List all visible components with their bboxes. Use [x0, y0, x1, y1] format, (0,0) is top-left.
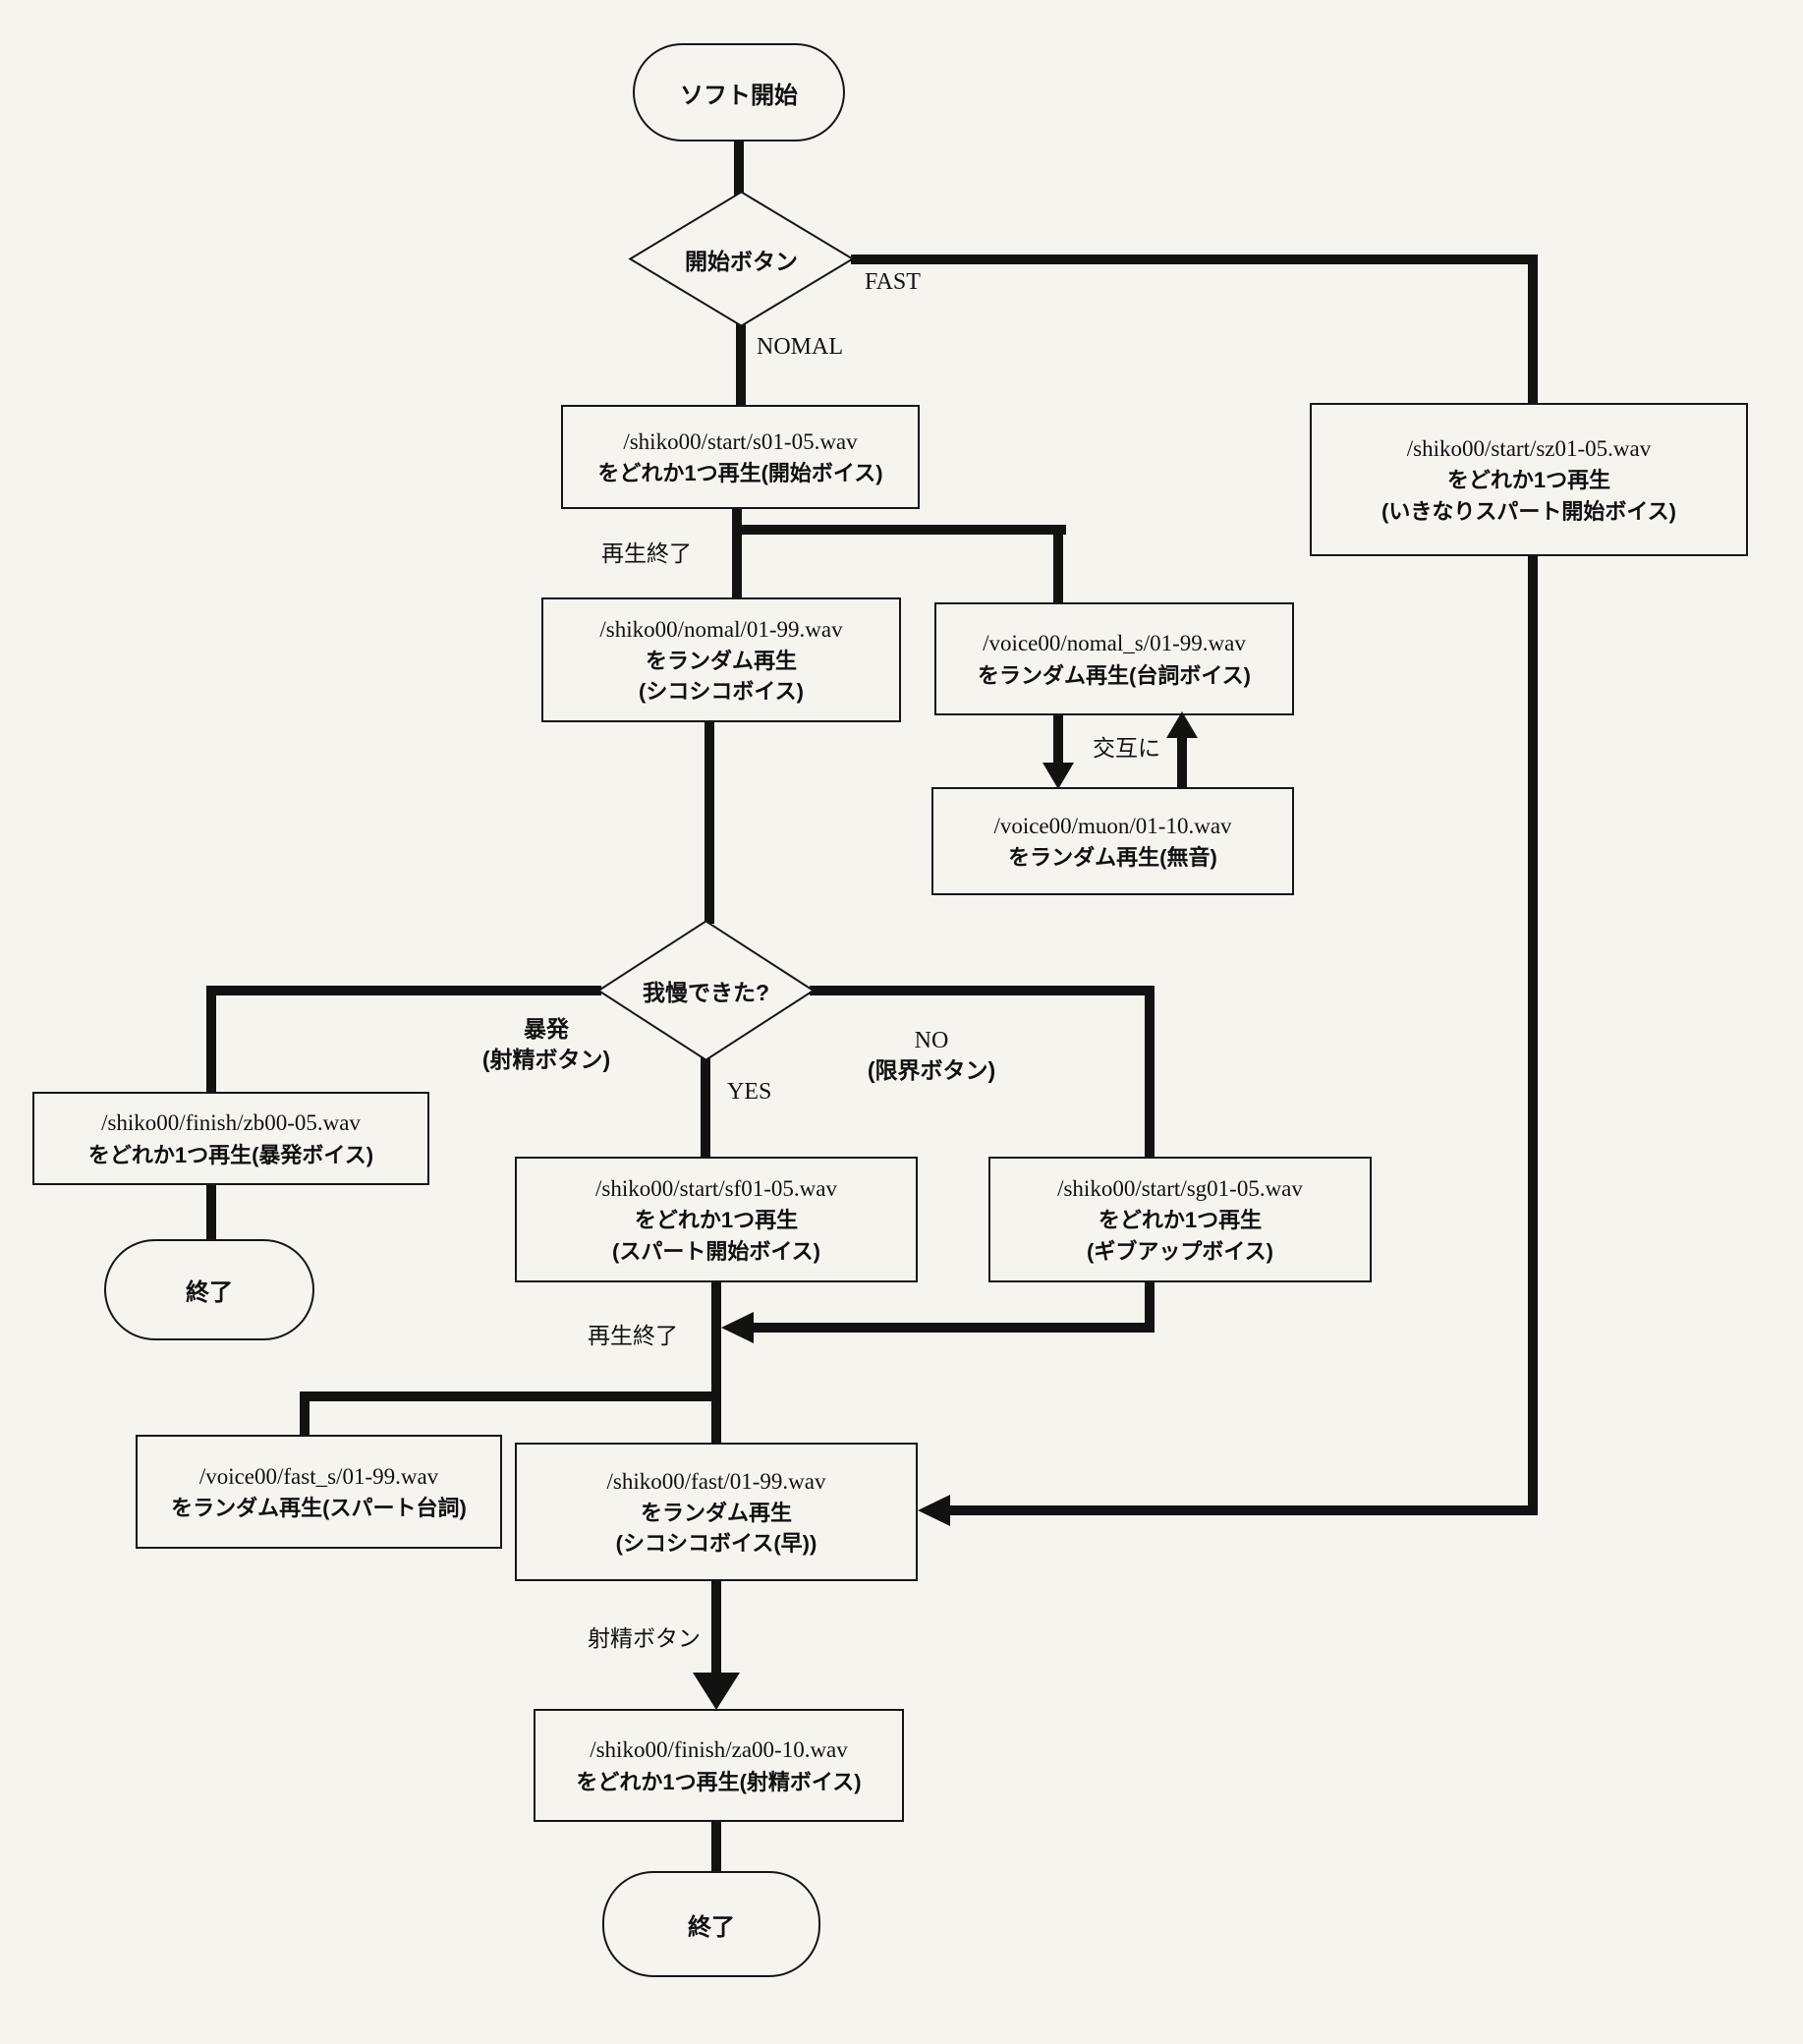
flow-line	[810, 986, 1155, 995]
process-text: をランダム再生(台詞ボイス)	[978, 662, 1251, 688]
process-text: をランダム再生(無音)	[1008, 845, 1217, 871]
process-shiko-voice: /shiko00/nomal/01-99.wav をランダム再生 (シコシコボイ…	[541, 597, 901, 722]
process-text: をどれか1つ再生	[634, 1208, 799, 1233]
flow-line	[1528, 550, 1538, 1515]
terminator-label: ソフト開始	[680, 82, 798, 109]
decision-label: 我慢できた?	[642, 980, 770, 1005]
wav-path: /voice00/fast_s/01-99.wav	[198, 1463, 439, 1489]
wav-path: /voice00/muon/01-10.wav	[993, 813, 1232, 838]
flow-line	[736, 322, 746, 411]
flow-line	[711, 1577, 721, 1675]
wav-path: /shiko00/finish/zb00-05.wav	[101, 1110, 361, 1136]
flow-line	[851, 255, 1538, 264]
arrowhead-left-icon	[918, 1495, 950, 1526]
edge-label-no: NO (限界ボタン)	[843, 1026, 1020, 1086]
process-bohatsu-voice: /shiko00/finish/zb00-05.wav をどれか1つ再生(暴発ボ…	[32, 1092, 429, 1185]
flow-line	[701, 1057, 710, 1161]
flow-line	[207, 986, 601, 995]
process-text: (シコシコボイス)	[639, 679, 804, 705]
process-shasei-voice: /shiko00/finish/za00-10.wav をどれか1つ再生(射精ボ…	[534, 1709, 904, 1822]
flow-line	[754, 1323, 1150, 1333]
process-text: をランダム再生	[645, 648, 797, 673]
flow-line	[704, 716, 714, 924]
edge-label-bohatsu-line1: 暴発	[524, 1016, 569, 1042]
wav-path: /shiko00/start/sg01-05.wav	[1057, 1176, 1303, 1202]
flow-line	[732, 525, 1066, 535]
process-start-voice: /shiko00/start/s01-05.wav をどれか1つ再生(開始ボイス…	[561, 405, 920, 509]
process-serifu-voice: /voice00/nomal_s/01-99.wav をランダム再生(台詞ボイス…	[934, 602, 1294, 715]
terminator-end-bottom: 終了	[602, 1871, 820, 1977]
flow-line	[300, 1391, 717, 1401]
process-giveup-voice: /shiko00/start/sg01-05.wav をどれか1つ再生 (ギブア…	[988, 1157, 1372, 1282]
edge-label-playback-end-1: 再生終了	[601, 540, 692, 566]
terminator-label: 終了	[688, 1913, 735, 1941]
diamond-shape	[628, 191, 855, 327]
flow-line	[300, 1391, 310, 1439]
edge-label-fast: FAST	[865, 269, 921, 295]
arrowhead-left-icon	[721, 1312, 754, 1343]
edge-label-yes: YES	[727, 1079, 772, 1105]
edge-label-no-line2: (限界ボタン)	[867, 1057, 996, 1084]
process-spurt-serifu: /voice00/fast_s/01-99.wav をランダム再生(スパート台詞…	[136, 1435, 502, 1549]
wav-path: /shiko00/fast/01-99.wav	[606, 1468, 826, 1494]
wav-path: /shiko00/start/sz01-05.wav	[1406, 436, 1652, 462]
process-text: (ギブアップボイス)	[1087, 1238, 1273, 1264]
decision-start-button: 開始ボタン	[628, 191, 855, 327]
flow-line	[1145, 1278, 1155, 1333]
process-text: をどれか1つ再生	[1098, 1208, 1263, 1233]
edge-label-shasei-button: 射精ボタン	[588, 1625, 701, 1651]
wav-path: /shiko00/finish/za00-10.wav	[590, 1737, 848, 1763]
edge-label-bohatsu-line2: (射精ボタン)	[481, 1047, 611, 1073]
process-text: (いきなりスパート開始ボイス)	[1381, 498, 1676, 524]
wav-path: /voice00/nomal_s/01-99.wav	[983, 631, 1246, 656]
flow-line	[1145, 986, 1155, 1161]
diamond-shape	[596, 920, 816, 1061]
process-text: をどれか1つ再生(開始ボイス)	[597, 461, 883, 486]
wav-path: /shiko00/start/sf01-05.wav	[595, 1176, 837, 1202]
terminator-end-left: 終了	[104, 1239, 314, 1340]
process-text: (スパート開始ボイス)	[612, 1238, 820, 1264]
process-text: をランダム再生	[640, 1500, 792, 1525]
arrowhead-down-icon	[1042, 763, 1074, 789]
decision-label: 開始ボタン	[685, 248, 798, 274]
process-text: (シコシコボイス(早))	[615, 1531, 817, 1557]
process-text: をどれか1つ再生(暴発ボイス)	[87, 1142, 374, 1167]
process-text: をランダム再生(スパート台詞)	[171, 1496, 467, 1521]
flow-line	[1053, 525, 1063, 608]
flow-line	[949, 1505, 1538, 1515]
flow-line	[1528, 255, 1538, 409]
arrowhead-down-icon	[693, 1673, 740, 1710]
edge-label-no-line1: NO	[914, 1028, 949, 1053]
flow-line	[1053, 711, 1063, 765]
edge-label-alternately: 交互に	[1093, 735, 1160, 761]
decision-gaman: 我慢できた?	[596, 920, 816, 1061]
process-muon-voice: /voice00/muon/01-10.wav をランダム再生(無音)	[931, 787, 1294, 895]
wav-path: /shiko00/start/s01-05.wav	[623, 428, 858, 454]
flow-line	[711, 1278, 721, 1447]
process-shiko-fast: /shiko00/fast/01-99.wav をランダム再生 (シコシコボイス…	[515, 1443, 918, 1581]
process-text: をどれか1つ再生	[1446, 468, 1611, 493]
arrowhead-up-icon	[1166, 711, 1198, 738]
flow-line	[734, 138, 744, 197]
terminator-label: 終了	[186, 1279, 233, 1306]
flow-line	[1177, 737, 1187, 791]
process-spurt-now-voice: /shiko00/start/sz01-05.wav をどれか1つ再生 (いきな…	[1310, 403, 1748, 556]
terminator-soft-start: ソフト開始	[633, 43, 845, 142]
process-spurt-voice: /shiko00/start/sf01-05.wav をどれか1つ再生 (スパー…	[515, 1157, 918, 1282]
flow-line	[711, 1818, 721, 1875]
flow-line	[732, 503, 742, 601]
edge-label-playback-end-2: 再生終了	[588, 1323, 678, 1348]
edge-label-bohatsu: 暴発 (射精ボタン)	[460, 1014, 633, 1075]
process-text: をどれか1つ再生(射精ボイス)	[576, 1769, 862, 1794]
edge-label-nomal: NOMAL	[757, 334, 843, 360]
flow-line	[206, 1181, 216, 1242]
flow-line	[206, 986, 216, 1096]
wav-path: /shiko00/nomal/01-99.wav	[599, 616, 843, 642]
